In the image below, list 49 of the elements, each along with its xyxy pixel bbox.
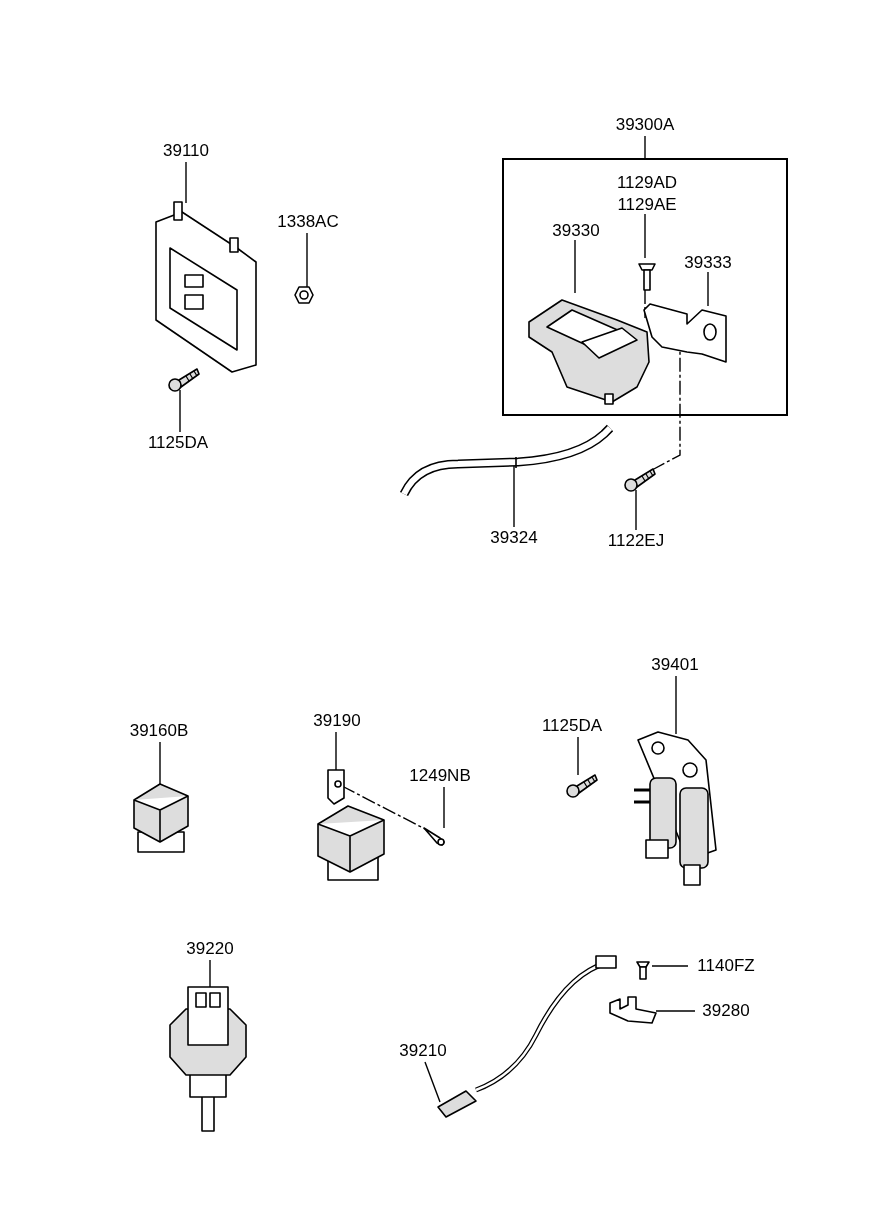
part-number: 39190: [305, 710, 369, 732]
leader-line: [644, 135, 646, 159]
part-number: 1125DA: [532, 715, 612, 737]
leader-line: [443, 786, 445, 829]
leader-line: [424, 1061, 441, 1103]
leader-line: [159, 741, 161, 785]
part-number: 1249NB: [400, 765, 480, 787]
leader-line: [655, 1010, 696, 1012]
part-number: 39330: [544, 220, 608, 242]
part-number: 1140FZ: [688, 955, 764, 977]
bracket-drawing: [642, 302, 728, 364]
part-number: 39160B: [120, 720, 198, 742]
part-number: 39333: [676, 252, 740, 274]
nut-icon: [294, 285, 314, 305]
leader-line: [185, 161, 187, 204]
leader-line: [635, 489, 637, 531]
part-number: 39210: [388, 1040, 458, 1062]
part-number: 39300A: [605, 114, 685, 136]
temperature-sensor-drawing: [166, 985, 250, 1133]
leader-line: [209, 959, 211, 988]
leader-line: [306, 232, 308, 288]
part-number: 39110: [150, 140, 222, 162]
bolt-icon: [168, 366, 200, 392]
part-number: 1129AE: [616, 194, 678, 216]
screw-icon: [422, 826, 446, 846]
part-number: 1125DA: [139, 432, 217, 454]
part-number: 1129AD: [615, 172, 679, 194]
leader-line: [644, 213, 646, 259]
part-number: 1122EJ: [598, 530, 674, 552]
clip-drawing: [608, 995, 660, 1027]
leader-line: [577, 736, 579, 776]
bolt-icon: [566, 772, 596, 798]
part-number: 1338AC: [270, 211, 346, 233]
leader-line: [335, 731, 337, 771]
screw-icon: [634, 958, 652, 980]
group-frame: [502, 158, 788, 416]
relay-drawing: [132, 782, 190, 856]
part-number: 39280: [695, 1000, 757, 1022]
leader-line: [651, 965, 689, 967]
leader-line: [675, 675, 677, 735]
leader-line: [574, 239, 576, 294]
part-number: 39324: [480, 527, 548, 549]
leader-line: [179, 389, 181, 433]
part-number: 39220: [175, 938, 245, 960]
bolt-icon: [624, 466, 656, 492]
part-number: 39401: [640, 654, 710, 676]
leader-line: [707, 271, 709, 307]
leader-line: [644, 289, 646, 319]
control-unit-drawing: [152, 200, 257, 372]
